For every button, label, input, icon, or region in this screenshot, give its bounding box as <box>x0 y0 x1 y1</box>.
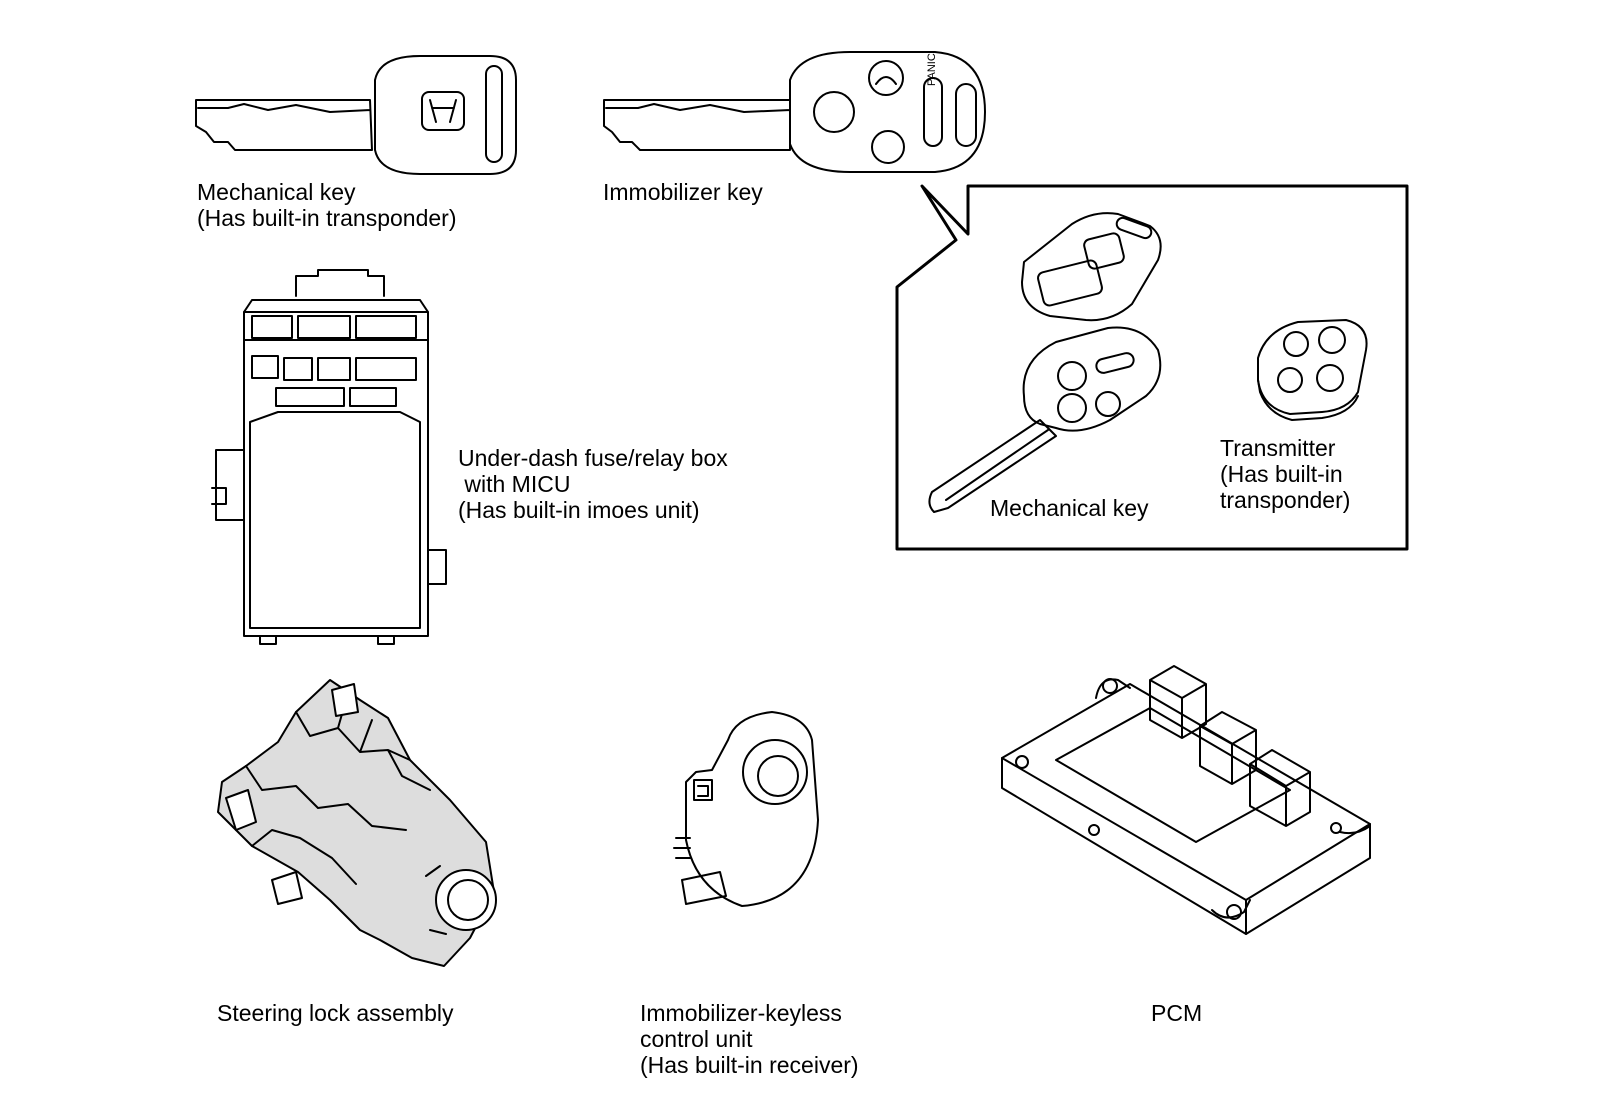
box-slot <box>318 358 350 380</box>
immobilizer-key-label: Immobilizer key <box>603 179 763 205</box>
screw <box>1331 823 1341 833</box>
key-ring-slot <box>1095 352 1135 375</box>
mount-hole <box>1227 905 1241 919</box>
box-slot <box>356 316 416 338</box>
unlock-button <box>872 131 904 163</box>
fob-emblem <box>1083 232 1125 270</box>
immobilizer-control-unit-illustration <box>674 712 818 906</box>
box-bottom-feet <box>260 636 394 644</box>
pcm-lid <box>1056 708 1290 842</box>
box-top-connector <box>296 270 384 296</box>
key-ring-slot <box>956 84 976 146</box>
inset-remote-fob-illustration <box>1022 213 1161 320</box>
transmitter-body <box>1258 320 1367 414</box>
mechanical-key-note: (Has built-in transponder) <box>197 205 457 231</box>
pcm-illustration <box>1002 666 1370 934</box>
transmitter-button <box>1319 327 1345 353</box>
key-button <box>1058 394 1086 422</box>
pcm-case-side <box>1002 758 1370 934</box>
transmitter-note-line1: (Has built-in <box>1220 461 1343 487</box>
assembly-body <box>218 680 494 966</box>
immobilizer-key-illustration <box>604 52 985 172</box>
key-ring-slot <box>486 66 502 162</box>
unit-tab <box>694 780 712 800</box>
pcm-connector-2 <box>1200 712 1256 784</box>
transmitter-button <box>1284 332 1308 356</box>
mechanical-key-label: Mechanical key <box>197 179 356 205</box>
fuse-box-label-line2: with MICU <box>458 471 571 497</box>
box-slot <box>284 358 312 380</box>
mechanical-key-illustration <box>196 56 516 174</box>
fuse-relay-box-illustration <box>212 270 446 644</box>
fuse-box-note: (Has built-in imoes unit) <box>458 497 700 523</box>
steering-lock-assembly-illustration <box>218 680 496 966</box>
box-outline-inner <box>244 312 428 340</box>
box-outline <box>244 300 428 636</box>
box-side-connector <box>212 450 244 520</box>
lock-button <box>814 92 854 132</box>
key-blade <box>929 420 1056 512</box>
transmitter-note-line2: transponder) <box>1220 487 1351 513</box>
panic-button-label: PANIC <box>926 53 938 86</box>
remote-fob-body <box>1022 213 1161 320</box>
mount-hole <box>1103 679 1117 693</box>
unit-clips <box>674 838 690 858</box>
mount-hole <box>1016 756 1028 768</box>
key-button <box>1096 392 1120 416</box>
unit-connector <box>682 872 726 904</box>
inset-mechanical-key-label: Mechanical key <box>990 495 1149 521</box>
inset-mechanical-key-illustration <box>929 327 1160 512</box>
box-slot <box>276 388 344 406</box>
remote-head <box>790 52 985 172</box>
unit-ring-inner <box>758 756 798 796</box>
fob-button-pad <box>1037 259 1103 307</box>
ignition-cylinder-inner <box>448 880 488 920</box>
assembly-block <box>226 684 358 904</box>
box-cover <box>250 412 420 628</box>
key-blade <box>604 100 790 150</box>
pcm-connector-3 <box>1250 750 1310 826</box>
pcm-connector-1 <box>1150 666 1206 738</box>
fob-ring-slot <box>1115 216 1153 240</box>
unit-body <box>686 712 818 906</box>
key-button <box>1058 362 1086 390</box>
inset-transmitter-illustration <box>1258 320 1367 420</box>
fuse-box-label: Under-dash fuse/relay box <box>458 445 728 471</box>
trunk-icon <box>876 77 896 84</box>
pcm-label: PCM <box>1151 1000 1203 1026</box>
honda-emblem <box>422 92 464 130</box>
unit-ring-outer <box>743 740 807 804</box>
trunk-button <box>869 61 903 95</box>
immobilizer-unit-label: Immobilizer-keyless <box>640 1000 842 1026</box>
box-slot <box>356 358 416 380</box>
panic-button <box>924 78 942 146</box>
box-slot <box>350 388 396 406</box>
key-blade <box>196 100 372 150</box>
immobilizer-unit-note: (Has built-in receiver) <box>640 1052 859 1078</box>
immobilizer-unit-label-line2: control unit <box>640 1026 753 1052</box>
screw <box>1089 825 1099 835</box>
transmitter-side <box>1258 380 1358 420</box>
transmitter-label: Transmitter <box>1220 435 1336 461</box>
transmitter-button <box>1317 365 1343 391</box>
honda-h-mark <box>430 100 456 122</box>
box-right-tab <box>428 550 446 584</box>
steering-lock-label: Steering lock assembly <box>217 1000 454 1026</box>
transmitter-button <box>1278 368 1302 392</box>
pcm-case-top <box>1002 684 1370 900</box>
callout-frame <box>897 186 1407 549</box>
key-head <box>375 56 516 174</box>
key-head <box>1024 327 1161 430</box>
box-slot <box>252 316 292 338</box>
cylinder-sleeve <box>426 866 446 934</box>
box-slot <box>252 356 278 378</box>
box-slot <box>298 316 350 338</box>
